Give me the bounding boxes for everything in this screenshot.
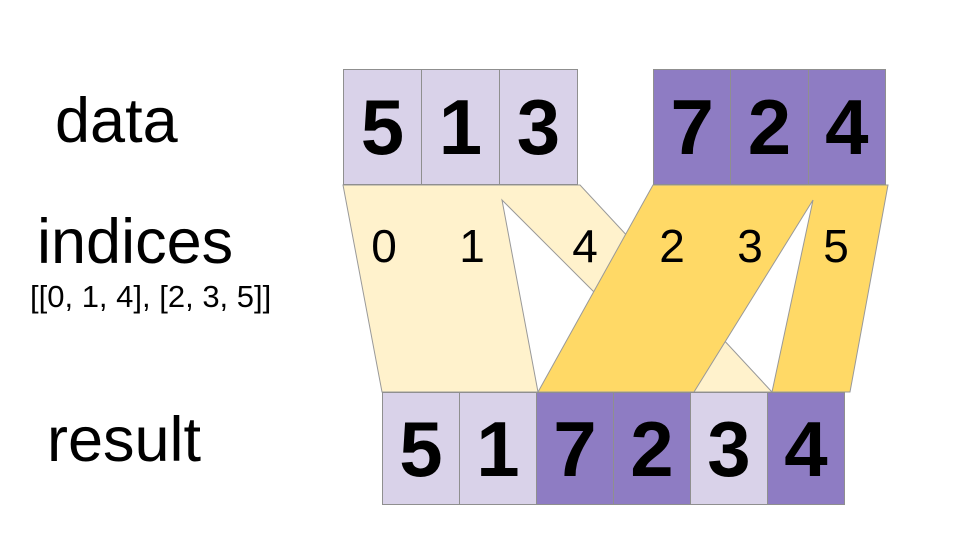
data-cell: 7: [653, 69, 732, 185]
data-cell: 4: [807, 69, 886, 185]
index-digit: 3: [737, 220, 763, 272]
result-cell: 5: [382, 392, 460, 505]
index-digit: 5: [823, 220, 849, 272]
result-cell: 7: [536, 392, 614, 505]
result-cell: 2: [613, 392, 691, 505]
data-cell: 1: [421, 69, 500, 185]
data-cell: 5: [343, 69, 422, 185]
index-digit: 0: [371, 220, 397, 272]
data-cell: 2: [730, 69, 809, 185]
data-cell: 3: [499, 69, 578, 185]
index-digit: 1: [459, 220, 485, 272]
data-label: data: [55, 86, 178, 156]
index-digit: 2: [659, 220, 685, 272]
index-digit: 4: [572, 220, 598, 272]
indices-value-text: [[0, 1, 4], [2, 3, 5]]: [30, 279, 272, 314]
result-label: result: [47, 405, 202, 475]
result-cell: 3: [690, 392, 768, 505]
result-cell: 4: [767, 392, 845, 505]
result-cell: 1: [459, 392, 537, 505]
indices-label: indices: [37, 207, 234, 277]
